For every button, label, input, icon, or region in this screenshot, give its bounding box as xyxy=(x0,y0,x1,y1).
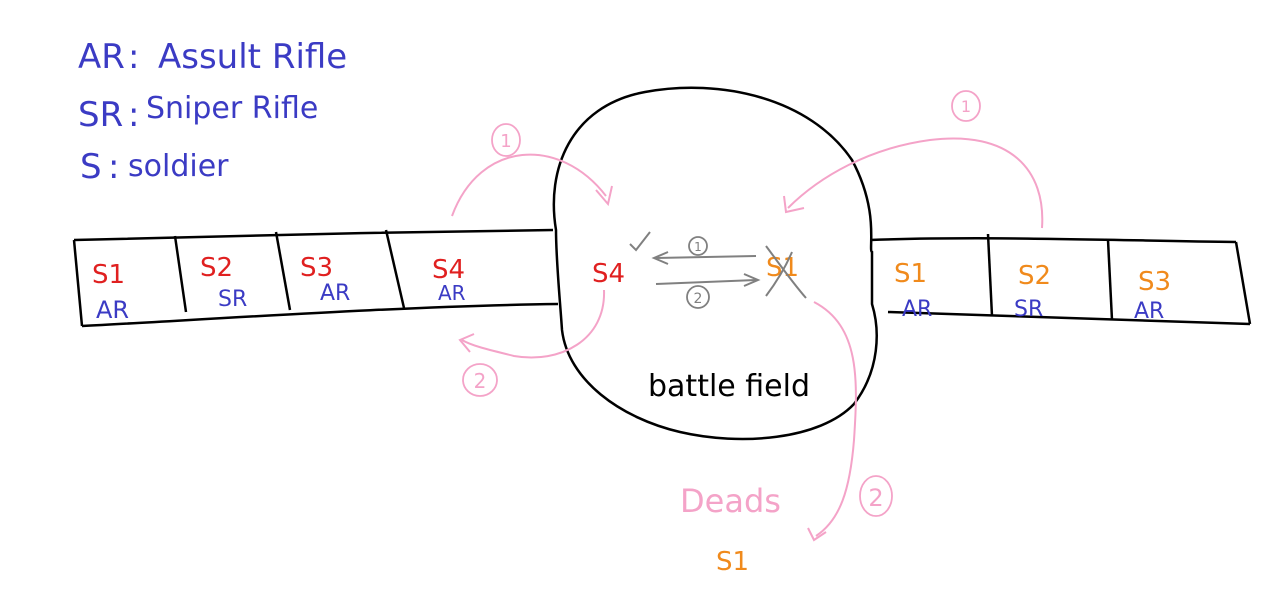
left-soldier-2-label: S2 xyxy=(200,253,233,283)
left-enter-step-label: 1 xyxy=(500,131,511,152)
battlefield-contents: S4 S1 1 2 battle field xyxy=(592,231,810,404)
right-queue-soldiers: S1 AR S2 SR S3 AR xyxy=(894,259,1171,324)
right-enter-step-label: 1 xyxy=(961,97,971,116)
flow-step-marker xyxy=(859,475,893,517)
legend-code-s: S xyxy=(80,147,102,187)
flow-step-marker xyxy=(462,363,498,397)
right-soldier-2-label: S2 xyxy=(1018,261,1051,291)
fire-step-marker xyxy=(688,236,708,256)
eliminated-cross-stroke xyxy=(765,245,807,299)
right-queue-end-cap xyxy=(1234,241,1252,325)
battlefield-area xyxy=(552,86,878,441)
left-return-arrowhead xyxy=(458,333,475,353)
left-queue-soldiers: S1 AR S2 SR S3 AR S4 AR xyxy=(92,253,466,324)
checkmark-icon xyxy=(629,231,651,252)
to-deads-arrowhead xyxy=(807,527,827,542)
fire-arrow-right-to-left xyxy=(655,255,757,259)
left-enter-arrow xyxy=(451,153,607,217)
left-soldier-4-label: S4 xyxy=(432,255,465,285)
fire-step-1-label: 1 xyxy=(694,240,702,254)
left-soldier-3-label: S3 xyxy=(300,253,333,283)
left-queue-end-cap xyxy=(72,239,84,327)
left-soldier-3-weapon: AR xyxy=(320,281,350,306)
left-queue-divider xyxy=(384,229,406,309)
left-return-arrow xyxy=(461,289,606,359)
right-soldier-3-weapon: AR xyxy=(1134,299,1164,324)
right-soldier-1-weapon: AR xyxy=(902,297,932,322)
right-soldier-3-label: S3 xyxy=(1138,267,1171,297)
legend-meaning-s: soldier xyxy=(128,149,229,184)
left-queue-bottom-edge xyxy=(81,302,559,328)
fire-step-2-label: 2 xyxy=(694,291,703,307)
deads-label: Deads xyxy=(680,482,781,520)
to-deads-arrow xyxy=(813,301,857,537)
right-enter-arrow xyxy=(787,137,1044,229)
fire-step-marker xyxy=(686,285,710,309)
right-soldier-1-label: S1 xyxy=(894,259,927,289)
battlefield-label: battle field xyxy=(648,369,810,404)
right-queue-top-edge xyxy=(869,237,1237,244)
flow-step-marker xyxy=(491,123,521,157)
fire-arrow-left-to-right xyxy=(655,279,757,285)
right-enter-arrowhead xyxy=(783,195,805,214)
fire-arrowhead xyxy=(743,273,761,287)
left-soldier-2-weapon: SR xyxy=(218,287,247,312)
legend-code-ar: AR xyxy=(78,37,125,77)
flow-step-marker xyxy=(951,90,981,122)
legend-sep-s: : xyxy=(108,147,119,187)
left-soldier-1-weapon: AR xyxy=(96,296,129,324)
left-queue-top-edge xyxy=(73,228,554,242)
right-queue-divider xyxy=(986,233,994,317)
legend-code-sr: SR xyxy=(78,95,123,135)
left-queue-divider xyxy=(274,231,292,311)
flow-step-labels: 1 1 2 2 xyxy=(474,97,971,512)
left-queue-divider xyxy=(173,235,188,313)
flow-arrows xyxy=(451,137,1044,542)
right-queue xyxy=(869,233,1252,326)
right-queue-bottom-edge xyxy=(887,310,1251,326)
right-queue-divider xyxy=(1106,239,1114,321)
flow-step-markers xyxy=(462,90,981,517)
left-soldier-4-weapon: AR xyxy=(438,281,466,305)
fighter-left-label: S4 xyxy=(592,259,625,289)
dead-soldier-label: S1 xyxy=(716,547,749,577)
fire-arrowhead xyxy=(651,251,669,265)
legend-meaning-ar: Assult Rifle xyxy=(158,37,347,77)
right-soldier-2-weapon: SR xyxy=(1014,297,1043,322)
to-deads-step-label: 2 xyxy=(868,484,883,512)
left-return-step-label: 2 xyxy=(474,369,487,393)
legend-sep-sr: : xyxy=(128,95,139,135)
deads-area: Deads S1 xyxy=(680,482,781,577)
left-queue xyxy=(72,228,559,328)
left-soldier-1-label: S1 xyxy=(92,260,125,290)
eliminated-cross-stroke xyxy=(765,251,793,297)
legend-sep-ar: : xyxy=(128,37,139,77)
left-enter-arrowhead xyxy=(595,185,613,207)
legend-meaning-sr: Sniper Rifle xyxy=(146,91,318,126)
legend: AR : Assult Rifle SR : Sniper Rifle S : … xyxy=(78,37,347,187)
